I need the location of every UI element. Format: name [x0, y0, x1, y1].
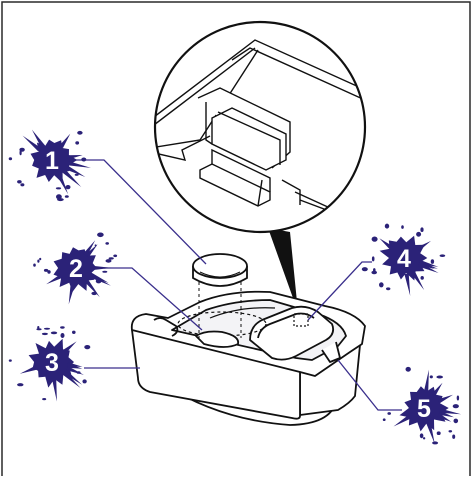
splash-spike [424, 370, 429, 393]
callout-1: 1 [9, 130, 91, 202]
splash-droplet [81, 158, 86, 162]
splash-droplet [42, 398, 46, 400]
splash-spike [404, 273, 410, 296]
base-unit [132, 292, 365, 425]
splash-droplet [75, 141, 79, 144]
splash-spike [69, 283, 75, 304]
callout-5: 5 [383, 367, 461, 445]
splash-droplet [420, 227, 423, 232]
splash-droplet [84, 345, 90, 349]
splash-droplet [102, 271, 107, 273]
splash-droplet [44, 269, 48, 272]
splash-droplet [61, 333, 65, 338]
splash-spike [52, 378, 57, 402]
callout-4: 4 [362, 224, 445, 296]
splash-spike [62, 169, 81, 187]
splash-droplet [372, 256, 375, 261]
splash-droplet [39, 258, 41, 261]
splash-droplet [17, 180, 22, 183]
splash-droplet [113, 255, 117, 258]
splash-droplet [406, 367, 411, 372]
splash-droplet [362, 267, 368, 271]
splash-droplet [33, 264, 36, 267]
splash-spike [20, 365, 38, 373]
magnifier-detail [150, 22, 370, 312]
callout-2: 2 [33, 233, 117, 305]
splash-droplet [65, 195, 69, 198]
splash-droplet [437, 431, 441, 435]
callout-number: 5 [417, 395, 431, 423]
splash-droplet [383, 418, 386, 421]
splash-droplet [416, 232, 421, 237]
splash-spike [67, 161, 91, 168]
splash-droplet [430, 375, 433, 378]
callout-number: 1 [45, 147, 59, 175]
splash-droplet [457, 396, 459, 401]
splash-droplet [372, 237, 378, 242]
splash-droplet [432, 441, 438, 444]
splash-droplet [60, 326, 65, 328]
splash-droplet [379, 282, 384, 287]
splash-droplet [452, 435, 455, 439]
splash-droplet [97, 233, 104, 238]
splash-spike [63, 341, 77, 353]
splash-droplet [20, 183, 24, 186]
callout-number: 3 [45, 349, 59, 377]
splash-droplet [37, 326, 39, 329]
splash-droplet [66, 185, 71, 189]
splash-droplet [44, 328, 50, 330]
splash-droplet [51, 332, 57, 335]
splash-droplet [420, 433, 424, 438]
splash-spike [92, 266, 112, 270]
splash-droplet [431, 259, 434, 264]
splash-droplet [72, 331, 76, 334]
splash-droplet [385, 224, 389, 229]
splash-droplet [37, 260, 39, 263]
splash-droplet [9, 157, 12, 160]
splash-droplet [386, 287, 390, 290]
splash-droplet [401, 225, 404, 229]
splash-droplet [373, 268, 376, 272]
splash-droplet [440, 254, 446, 257]
splash-droplet [423, 437, 425, 439]
splash-droplet [105, 242, 109, 245]
splash-droplet [9, 359, 12, 361]
splash-droplet [77, 131, 82, 135]
splash-droplet [56, 187, 61, 189]
splash-spike [394, 414, 412, 426]
splash-droplet [421, 276, 424, 280]
splash-spike [62, 371, 80, 388]
splash-droplet [20, 150, 22, 155]
callout-3: 3 [9, 326, 91, 402]
splash-droplet [387, 412, 391, 415]
splash-droplet [449, 430, 453, 432]
splash-droplet [453, 404, 459, 408]
splash-droplet [42, 333, 48, 335]
callout-number: 4 [397, 245, 411, 273]
splash-droplet [17, 383, 23, 386]
splash-droplet [106, 259, 112, 263]
splash-droplet [57, 198, 64, 201]
splash-droplet [436, 376, 443, 379]
splash-droplet [82, 379, 86, 383]
splash-spike [411, 270, 425, 290]
splash-droplet [454, 419, 459, 424]
callout-number: 2 [69, 255, 83, 283]
